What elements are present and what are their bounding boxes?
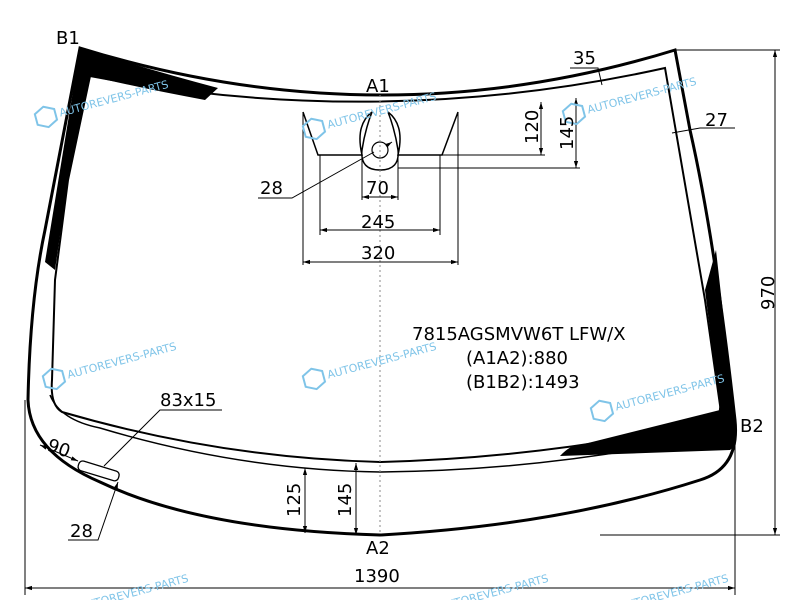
dim-vin-window: 83x15 xyxy=(160,390,216,411)
glass-inner-edge xyxy=(50,66,722,464)
black-band-right xyxy=(560,250,736,456)
dim-total-width: 1390 xyxy=(354,566,400,587)
dim-bottom-band-1: 125 xyxy=(284,483,305,517)
dimension-lines xyxy=(24,49,780,595)
label-a1: A1 xyxy=(366,76,390,97)
watermark-logo-icon xyxy=(301,117,327,141)
dim-vin-offset-bottom: 28 xyxy=(70,521,93,542)
watermark-text: AUTOREVERS-PARTS xyxy=(78,572,190,600)
watermark-text: AUTOREVERS-PARTS xyxy=(614,372,726,414)
a1a2-distance: (A1A2):880 xyxy=(466,348,568,369)
dim-top-border: 35 xyxy=(573,48,596,69)
black-band-top-left xyxy=(45,48,218,270)
label-b2: B2 xyxy=(740,416,764,437)
b1b2-distance: (B1B2):1493 xyxy=(466,372,580,393)
dim-mirror-width: 70 xyxy=(366,178,389,199)
vin-window xyxy=(77,460,120,482)
watermark-text: AUTOREVERS-PARTS xyxy=(66,340,178,382)
watermark-logo-icon xyxy=(301,367,327,391)
label-a2: A2 xyxy=(366,538,390,559)
dim-bottom-band-2: 145 xyxy=(335,483,356,517)
dim-mirror-hole: 28 xyxy=(260,178,283,199)
dim-sensor-outer-width: 320 xyxy=(361,243,395,264)
dim-sensor-height-2: 145 xyxy=(557,116,578,150)
dim-vin-offset-side: 90 xyxy=(44,435,73,463)
watermark-logo-icon xyxy=(561,102,587,126)
watermark-text: AUTOREVERS-PARTS xyxy=(326,340,438,382)
watermark-text: AUTOREVERS-PARTS xyxy=(438,572,550,600)
dim-sensor-height-1: 120 xyxy=(522,110,543,144)
watermark-logo-icon xyxy=(589,399,615,423)
dim-sensor-inner-width: 245 xyxy=(361,212,395,233)
label-b1: B1 xyxy=(56,28,80,49)
dim-total-height: 970 xyxy=(758,276,779,310)
dim-side-border: 27 xyxy=(705,110,728,131)
watermark-logo-icon xyxy=(33,105,59,129)
part-code: 7815AGSMVW6T LFW/X xyxy=(412,324,626,345)
bottom-band-line xyxy=(49,394,723,473)
watermark-logo-icon xyxy=(41,367,67,391)
watermark-text: AUTOREVERS-PARTS xyxy=(618,572,730,600)
glass-outer-edge xyxy=(26,46,738,537)
